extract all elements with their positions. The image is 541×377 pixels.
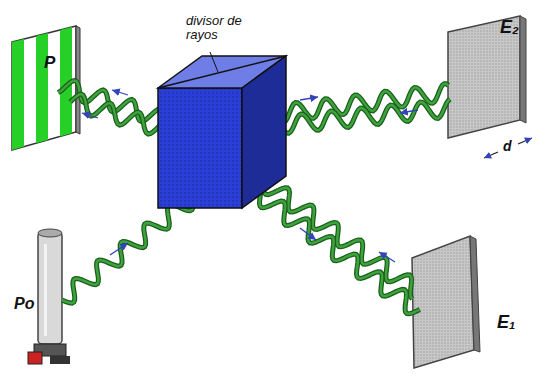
light-wave [235,178,419,314]
light-wave [62,204,193,303]
light-wave [70,94,172,134]
mirror [448,16,526,138]
direction-arrow [110,243,128,255]
part-label: E₁ [497,313,515,332]
direction-arrow [112,90,128,95]
screen [12,20,80,160]
light-wave [62,204,193,303]
light-wave [70,94,172,134]
direction-arrow [82,113,98,118]
part-label: Po [14,296,34,313]
dimension-label: d [503,139,512,154]
part-label: P [44,54,55,72]
beam-splitter [158,52,286,208]
direction-arrow [400,110,418,113]
displacement-arrow [484,138,532,158]
part-label: divisor de rayos [186,14,258,41]
direction-arrow [379,252,395,262]
mirror [412,236,480,368]
direction-arrow [300,228,316,240]
direction-arrow [300,97,318,100]
light-wave [235,178,419,314]
direction-arrows [82,90,418,262]
part-label: E₂ [500,18,519,37]
